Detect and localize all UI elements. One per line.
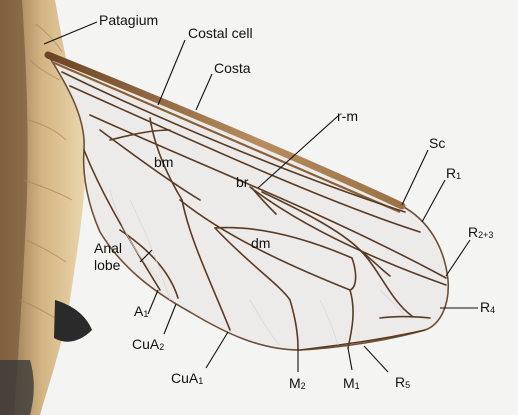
label-anal-lobe: Anal lobe — [94, 240, 122, 274]
label-anal-lobe-line1: Anal — [94, 240, 122, 257]
label-r2-3: R2+3 — [468, 224, 493, 243]
label-r1: R1 — [446, 165, 461, 184]
label-dm: dm — [251, 235, 270, 251]
label-br: br — [236, 174, 248, 190]
label-costal-cell: Costal cell — [188, 25, 253, 41]
label-a1: A1 — [134, 303, 148, 322]
label-costa: Costa — [214, 60, 251, 76]
label-r-m: r-m — [337, 108, 358, 124]
label-sc: Sc — [429, 135, 445, 151]
label-anal-lobe-line2: lobe — [94, 257, 122, 274]
wing — [48, 55, 448, 350]
label-m2: M2 — [289, 375, 306, 394]
label-r4: R4 — [480, 299, 495, 318]
label-cua1: CuA1 — [171, 370, 203, 389]
label-cua2: CuA2 — [132, 336, 164, 355]
fly-body — [0, 0, 92, 415]
label-r5: R5 — [395, 374, 410, 393]
label-m1: M1 — [343, 375, 360, 394]
label-patagium: Patagium — [99, 12, 158, 28]
label-bm: bm — [154, 154, 173, 170]
